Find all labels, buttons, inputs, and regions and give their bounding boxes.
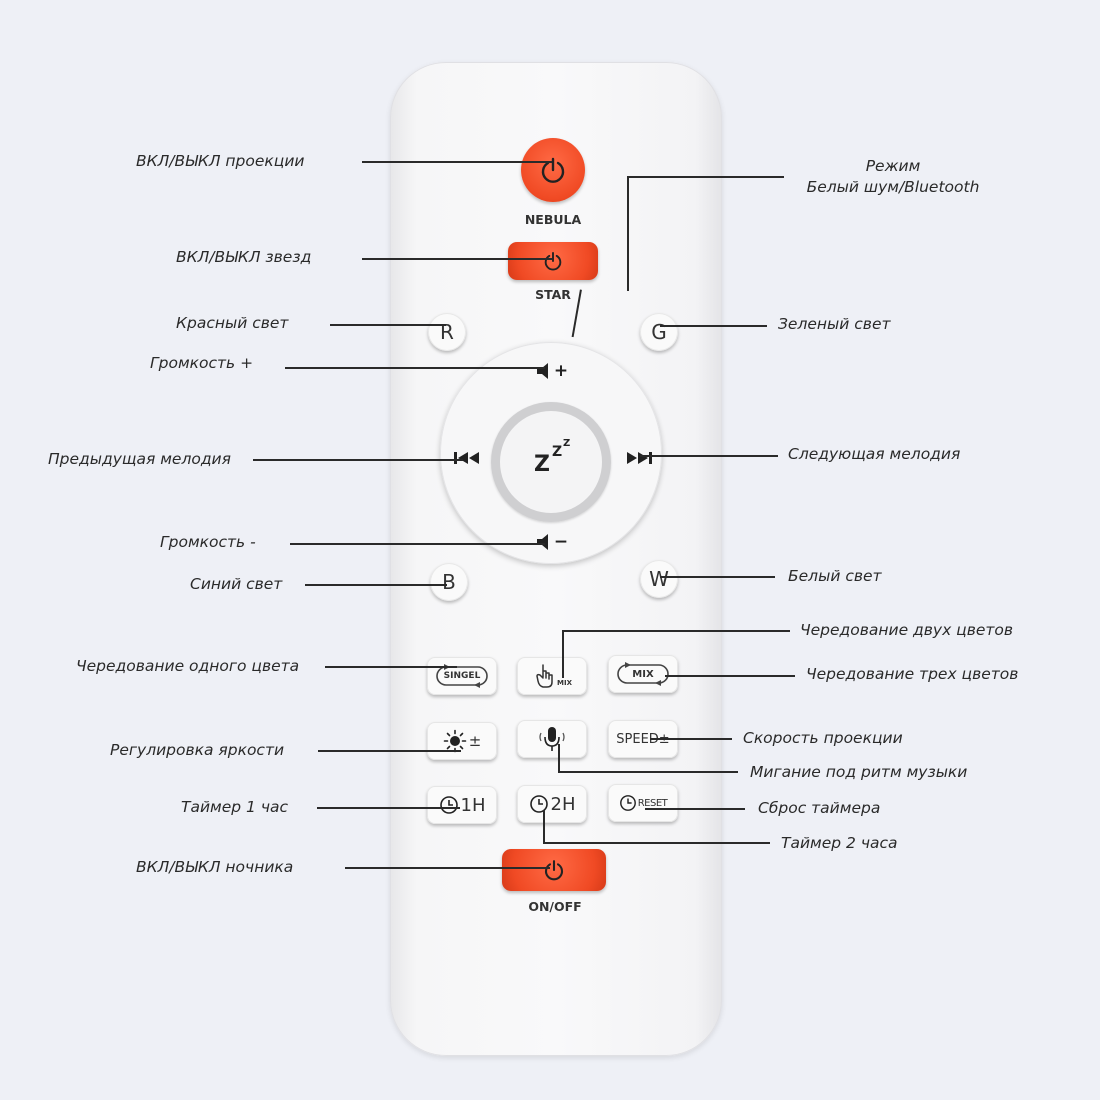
sun-icon <box>443 729 467 753</box>
label-next-track: Следующая мелодия <box>788 445 961 463</box>
callout-line <box>362 258 552 260</box>
volume-up-button[interactable]: + <box>532 358 572 384</box>
callout-line <box>325 666 457 668</box>
clock-icon <box>619 795 636 811</box>
callout-line <box>543 810 545 843</box>
singel-label: SINGEL <box>443 671 481 681</box>
next-track-button[interactable] <box>624 448 654 468</box>
star-power-button[interactable] <box>508 242 598 280</box>
callout-line <box>253 459 463 461</box>
label-timer-reset: Сброс таймера <box>758 799 881 817</box>
callout-line <box>285 367 545 369</box>
zzz-mid: Z <box>552 444 563 460</box>
label-mode-line2: Белый шум/Bluetooth <box>806 178 980 196</box>
microphone-icon <box>539 727 565 751</box>
label-music-flash: Мигание под ритм музыки <box>750 763 968 781</box>
sleep-zzz-icon: Z Z Z <box>530 438 580 478</box>
brightness-plusminus: ± <box>468 732 482 750</box>
cycle-icon <box>617 662 669 686</box>
clock-icon <box>439 796 458 814</box>
red-button[interactable]: R <box>428 313 466 351</box>
timer-2h-button[interactable]: 2H <box>517 785 587 823</box>
timer-1h-label: 1H <box>460 794 486 816</box>
green-button[interactable]: G <box>640 313 678 351</box>
callout-line <box>317 807 460 809</box>
label-timer-2h: Таймер 2 часа <box>781 834 898 852</box>
label-green-light: Зеленый свет <box>778 315 891 333</box>
three-colors-button[interactable]: MIX <box>608 655 678 693</box>
label-speed: Скорость проекции <box>743 729 903 747</box>
callout-line <box>290 543 545 545</box>
star-caption: STAR <box>535 287 571 302</box>
hand-touch-icon <box>536 664 553 688</box>
callout-line <box>305 584 447 586</box>
callout-line <box>562 630 790 632</box>
mode-button[interactable] <box>491 402 611 522</box>
label-blue-light: Синий свет <box>190 575 283 593</box>
onoff-caption: ON/OFF <box>528 899 582 914</box>
timer-1h-button[interactable]: 1H <box>427 786 497 824</box>
music-flash-button[interactable] <box>517 720 587 758</box>
label-volume-down: Громкость - <box>160 533 256 551</box>
nebula-power-button[interactable] <box>521 138 585 202</box>
label-mode-line1: Режим <box>865 157 921 175</box>
callout-line <box>660 325 767 327</box>
callout-line <box>640 455 778 457</box>
power-icon <box>541 157 565 183</box>
speaker-icon <box>536 534 548 550</box>
callout-line <box>558 771 738 773</box>
timer-reset-button[interactable]: RESET <box>608 784 678 822</box>
label-one-color: Чередование одного цвета <box>76 657 300 675</box>
callout-line <box>330 324 446 326</box>
callout-line <box>562 630 564 678</box>
callout-line <box>318 750 461 752</box>
label-night-light: ВКЛ/ВЫКЛ ночника <box>136 858 294 876</box>
night-light-power-button[interactable] <box>502 849 606 891</box>
label-volume-up: Громкость + <box>150 354 254 372</box>
clock-icon <box>529 795 548 813</box>
nebula-caption: NEBULA <box>524 212 582 227</box>
callout-line <box>645 808 745 810</box>
label-prev-track: Предыдущая мелодия <box>48 450 231 468</box>
label-nebula-power: ВКЛ/ВЫКЛ проекции <box>136 152 305 170</box>
callout-line <box>345 867 550 869</box>
label-timer-1h: Таймер 1 час <box>181 798 289 816</box>
mix-label: MIX <box>632 668 654 680</box>
timer-reset-label: RESET <box>637 797 668 809</box>
callout-line <box>543 842 770 844</box>
zzz-big: Z <box>534 452 550 477</box>
speaker-icon <box>536 363 548 379</box>
label-red-light: Красный свет <box>176 314 289 332</box>
label-brightness: Регулировка яркости <box>110 741 285 759</box>
previous-track-icon <box>454 452 479 464</box>
callout-line <box>660 576 775 578</box>
callout-line <box>362 161 552 163</box>
blue-button[interactable]: B <box>430 563 468 601</box>
two-colors-button[interactable]: MIX <box>517 657 587 695</box>
previous-track-button[interactable] <box>452 448 482 468</box>
power-icon <box>545 860 563 881</box>
volume-plus-sign: + <box>553 361 569 381</box>
timer-2h-label: 2H <box>550 793 576 815</box>
hand-mix-label: MIX <box>557 679 572 687</box>
callout-line <box>665 675 795 677</box>
volume-minus-sign: − <box>553 532 569 552</box>
volume-down-button[interactable]: − <box>532 529 572 555</box>
zzz-small: Z <box>563 438 571 449</box>
brightness-button[interactable]: ± <box>427 722 497 760</box>
callout-line <box>627 176 784 178</box>
label-two-colors: Чередование двух цветов <box>800 621 1014 639</box>
white-button[interactable]: W <box>640 560 678 598</box>
label-star-power: ВКЛ/ВЫКЛ звезд <box>176 248 312 266</box>
next-track-icon <box>627 452 652 464</box>
callout-line <box>627 176 629 291</box>
label-white-light: Белый свет <box>788 567 882 585</box>
label-three-colors: Чередование трех цветов <box>806 665 1019 683</box>
power-icon <box>544 251 562 271</box>
callout-line <box>650 738 732 740</box>
single-color-button[interactable]: SINGEL <box>427 657 497 695</box>
callout-line <box>558 744 560 772</box>
